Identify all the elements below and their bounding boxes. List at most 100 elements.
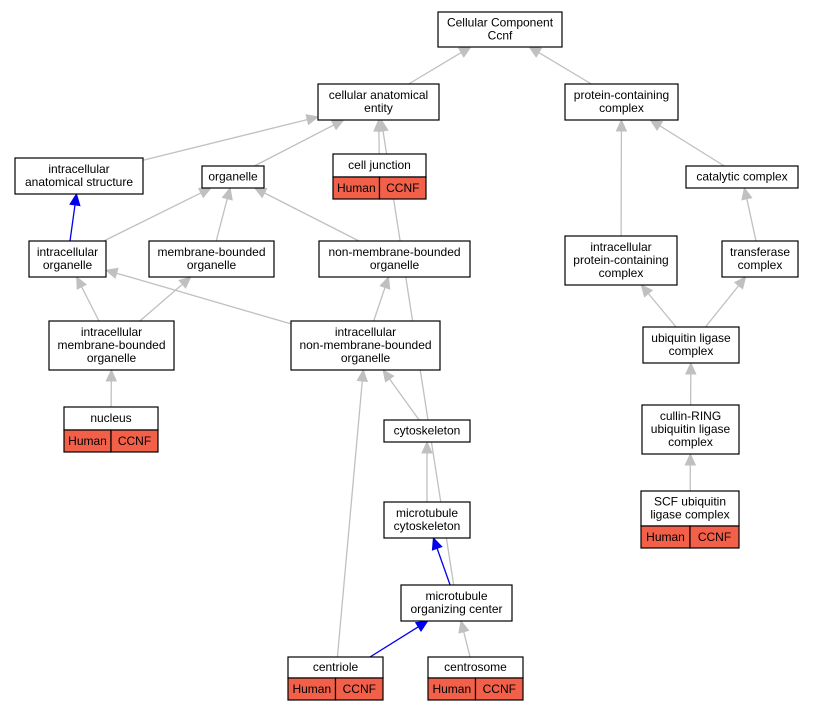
edge-io-to-ias	[69, 192, 81, 242]
edge-inmbo-to-nmbo	[373, 275, 391, 322]
gene-label: CCNF	[118, 434, 151, 448]
node-label-line: ubiquitin ligase	[651, 422, 731, 436]
species-label: Human	[292, 682, 331, 696]
species-gene-tag: Human CCNF	[640, 525, 740, 549]
node-label-line: cell junction	[348, 158, 411, 172]
species-gene-tag: Human CCNF	[332, 176, 427, 200]
node-label-line: organelle	[341, 351, 391, 365]
edge-ias-to-cae	[142, 114, 320, 161]
edges-layer	[69, 46, 757, 658]
node-label-line: intracellular	[81, 325, 142, 339]
node-label-line: intracellular	[335, 325, 396, 339]
node-label-line: entity	[364, 101, 393, 115]
node-label-line: cytoskeleton	[394, 519, 461, 533]
edge-mtc-to-cyt	[421, 440, 433, 502]
edge-scf-to-crl	[684, 452, 697, 492]
edge-cyt-to-inmbo	[382, 369, 420, 421]
node-label-line: complex	[669, 344, 714, 358]
node-label-line: anatomical structure	[25, 175, 133, 189]
gene-label: CCNF	[698, 530, 731, 544]
gene-label: CCNF	[386, 181, 419, 195]
node-label-line: organelle	[43, 258, 93, 272]
node-label-line: organelle	[87, 351, 137, 365]
edge-io-to-org	[103, 187, 212, 242]
node-label-line: cullin-RING	[660, 409, 721, 423]
node-label-line: centrosome	[444, 660, 507, 674]
edge-pcc-to-root	[528, 46, 592, 85]
node-label-line: non-membrane-bounded	[299, 338, 431, 352]
node-label-line: nucleus	[90, 411, 131, 425]
node-label-line: complex	[599, 266, 644, 280]
node-label-line: protein-containing	[573, 253, 668, 267]
node-label-line: Ccnf	[488, 29, 513, 43]
species-label: Human	[646, 530, 685, 544]
node-label-line: organelle	[370, 258, 420, 272]
node-label-line: microtubule	[425, 589, 487, 603]
node-label-line: Cellular Component	[447, 16, 554, 30]
gene-label: CCNF	[483, 682, 516, 696]
edge-inmbo-to-io	[104, 267, 292, 325]
edge-imbo-to-io	[76, 275, 100, 322]
node-label-line: complex	[599, 101, 644, 115]
node-label-line: membrane-bounded	[157, 245, 265, 259]
edge-cen-to-mtoc	[369, 620, 429, 658]
species-label: Human	[68, 434, 107, 448]
species-gene-tag: Human CCNF	[427, 677, 524, 701]
species-label: Human	[337, 181, 376, 195]
node-label-line: intracellular	[48, 162, 109, 176]
edge-org-to-cae	[254, 119, 345, 167]
edge-ipcc-to-pcc	[615, 118, 628, 237]
gene-label: CCNF	[343, 682, 376, 696]
edge-imbo-to-mbo	[139, 276, 192, 322]
node-inmbo[interactable]: intracellularnon-membrane-boundedorganel…	[290, 320, 441, 371]
node-label-line: ligase complex	[650, 508, 729, 522]
edge-ulc-to-ipcc	[640, 284, 677, 328]
node-label-line: centriole	[313, 660, 359, 674]
node-label-line: organelle	[187, 258, 237, 272]
node-label-line: membrane-bounded	[57, 338, 165, 352]
node-label-line: cytoskeleton	[394, 424, 461, 438]
node-label-line: microtubule	[396, 506, 458, 520]
species-label: Human	[432, 682, 471, 696]
edge-trc-to-cat	[741, 186, 757, 242]
species-gene-tag: Human CCNF	[63, 429, 159, 453]
edge-nuc-to-imbo	[105, 368, 118, 408]
node-org[interactable]: organelle	[201, 165, 265, 189]
node-label-line: organelle	[208, 170, 258, 184]
edge-cae-to-root	[408, 46, 472, 85]
node-label-line: SCF ubiquitin	[654, 495, 726, 509]
node-label-line: catalytic complex	[696, 170, 787, 184]
node-label-line: transferase	[730, 245, 790, 259]
node-label-line: organizing center	[410, 602, 502, 616]
edge-mtoc-to-mtc	[431, 536, 451, 586]
edge-cen-to-inmbo	[336, 368, 369, 658]
node-label-line: cellular anatomical	[329, 88, 428, 102]
node-cyt[interactable]: cytoskeleton	[383, 419, 471, 443]
edge-csm-to-mtoc	[458, 619, 471, 658]
edge-mbo-to-org	[215, 186, 233, 242]
node-label-line: complex	[668, 435, 713, 449]
node-cat[interactable]: catalytic complex	[685, 165, 799, 189]
node-label-line: ubiquitin ligase	[651, 331, 731, 345]
